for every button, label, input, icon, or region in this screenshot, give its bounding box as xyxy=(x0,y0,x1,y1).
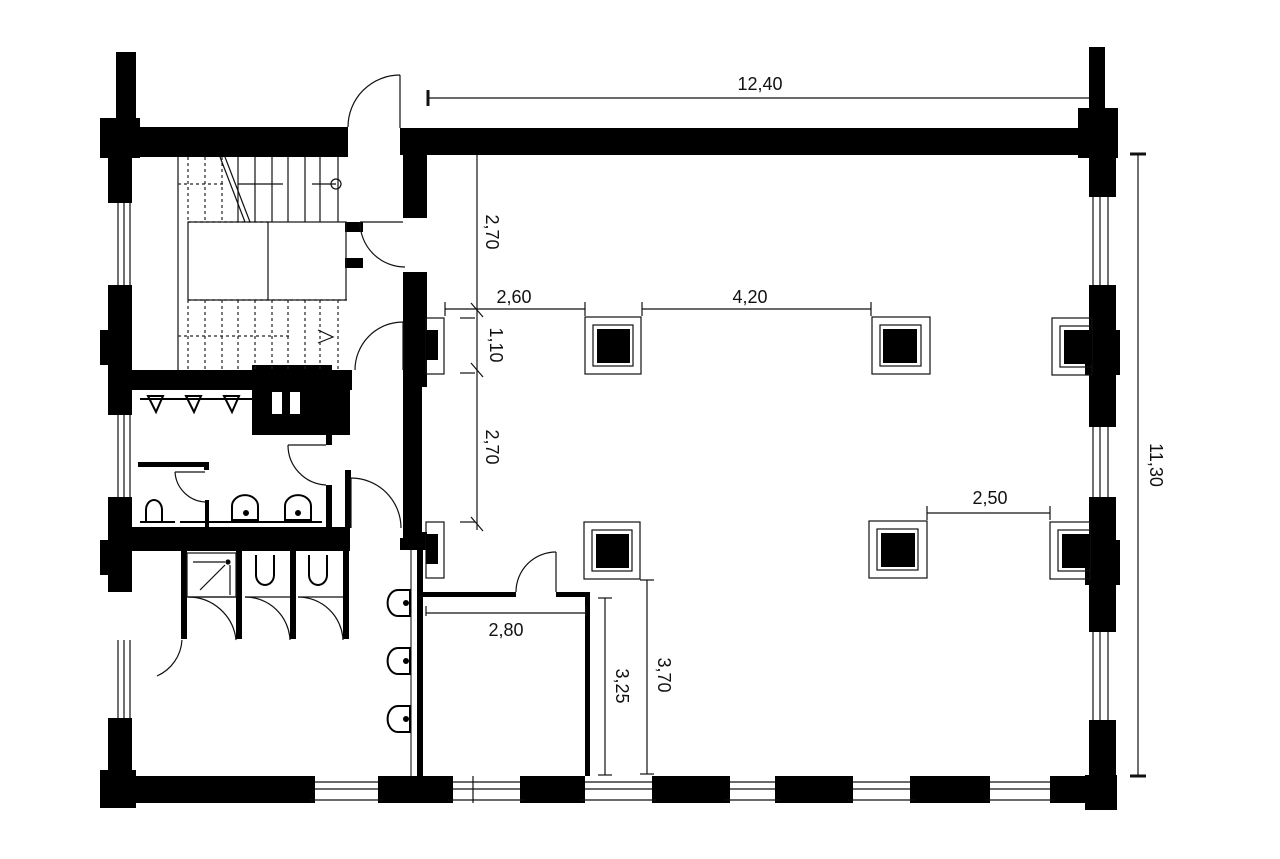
exterior-walls xyxy=(100,47,1120,810)
toilet-icon xyxy=(140,499,322,523)
dim-column-to-wall: 3,70 xyxy=(654,657,674,692)
column-icon xyxy=(425,317,445,375)
column-icon xyxy=(1049,521,1091,580)
interior-walls xyxy=(132,128,590,776)
urinal-icon xyxy=(140,395,255,415)
washbasin-icon xyxy=(231,494,312,521)
column-icon xyxy=(868,520,928,579)
dim-office-width: 2,80 xyxy=(488,620,523,640)
fixtures xyxy=(140,395,412,776)
toilet-icon xyxy=(255,555,328,586)
columns xyxy=(425,316,1093,580)
column-icon xyxy=(1051,317,1093,376)
dimension-labels: 12,40 11,30 2,70 1,10 2,70 2,60 4,20 2,5… xyxy=(482,74,1166,704)
dim-overall-width: 12,40 xyxy=(737,74,782,94)
stairwell xyxy=(177,156,348,370)
doors xyxy=(156,74,557,677)
dim-column-spacing: 2,70 xyxy=(482,429,502,464)
shower-icon xyxy=(186,552,237,598)
dim-right-bay: 2,50 xyxy=(972,488,1007,508)
dim-first-bay: 2,60 xyxy=(496,287,531,307)
column-icon xyxy=(584,316,642,375)
washbasin-icon xyxy=(386,550,412,776)
dimension-lines xyxy=(425,90,1146,778)
column-icon xyxy=(583,521,641,580)
dim-column-size: 1,10 xyxy=(486,327,506,362)
column-icon xyxy=(425,521,445,579)
column-icon xyxy=(871,316,931,375)
dim-overall-depth: 11,30 xyxy=(1146,443,1166,487)
dim-middle-bay: 4,20 xyxy=(732,287,767,307)
dim-top-gap: 2,70 xyxy=(482,214,502,249)
dim-office-depth: 3,25 xyxy=(612,668,632,703)
